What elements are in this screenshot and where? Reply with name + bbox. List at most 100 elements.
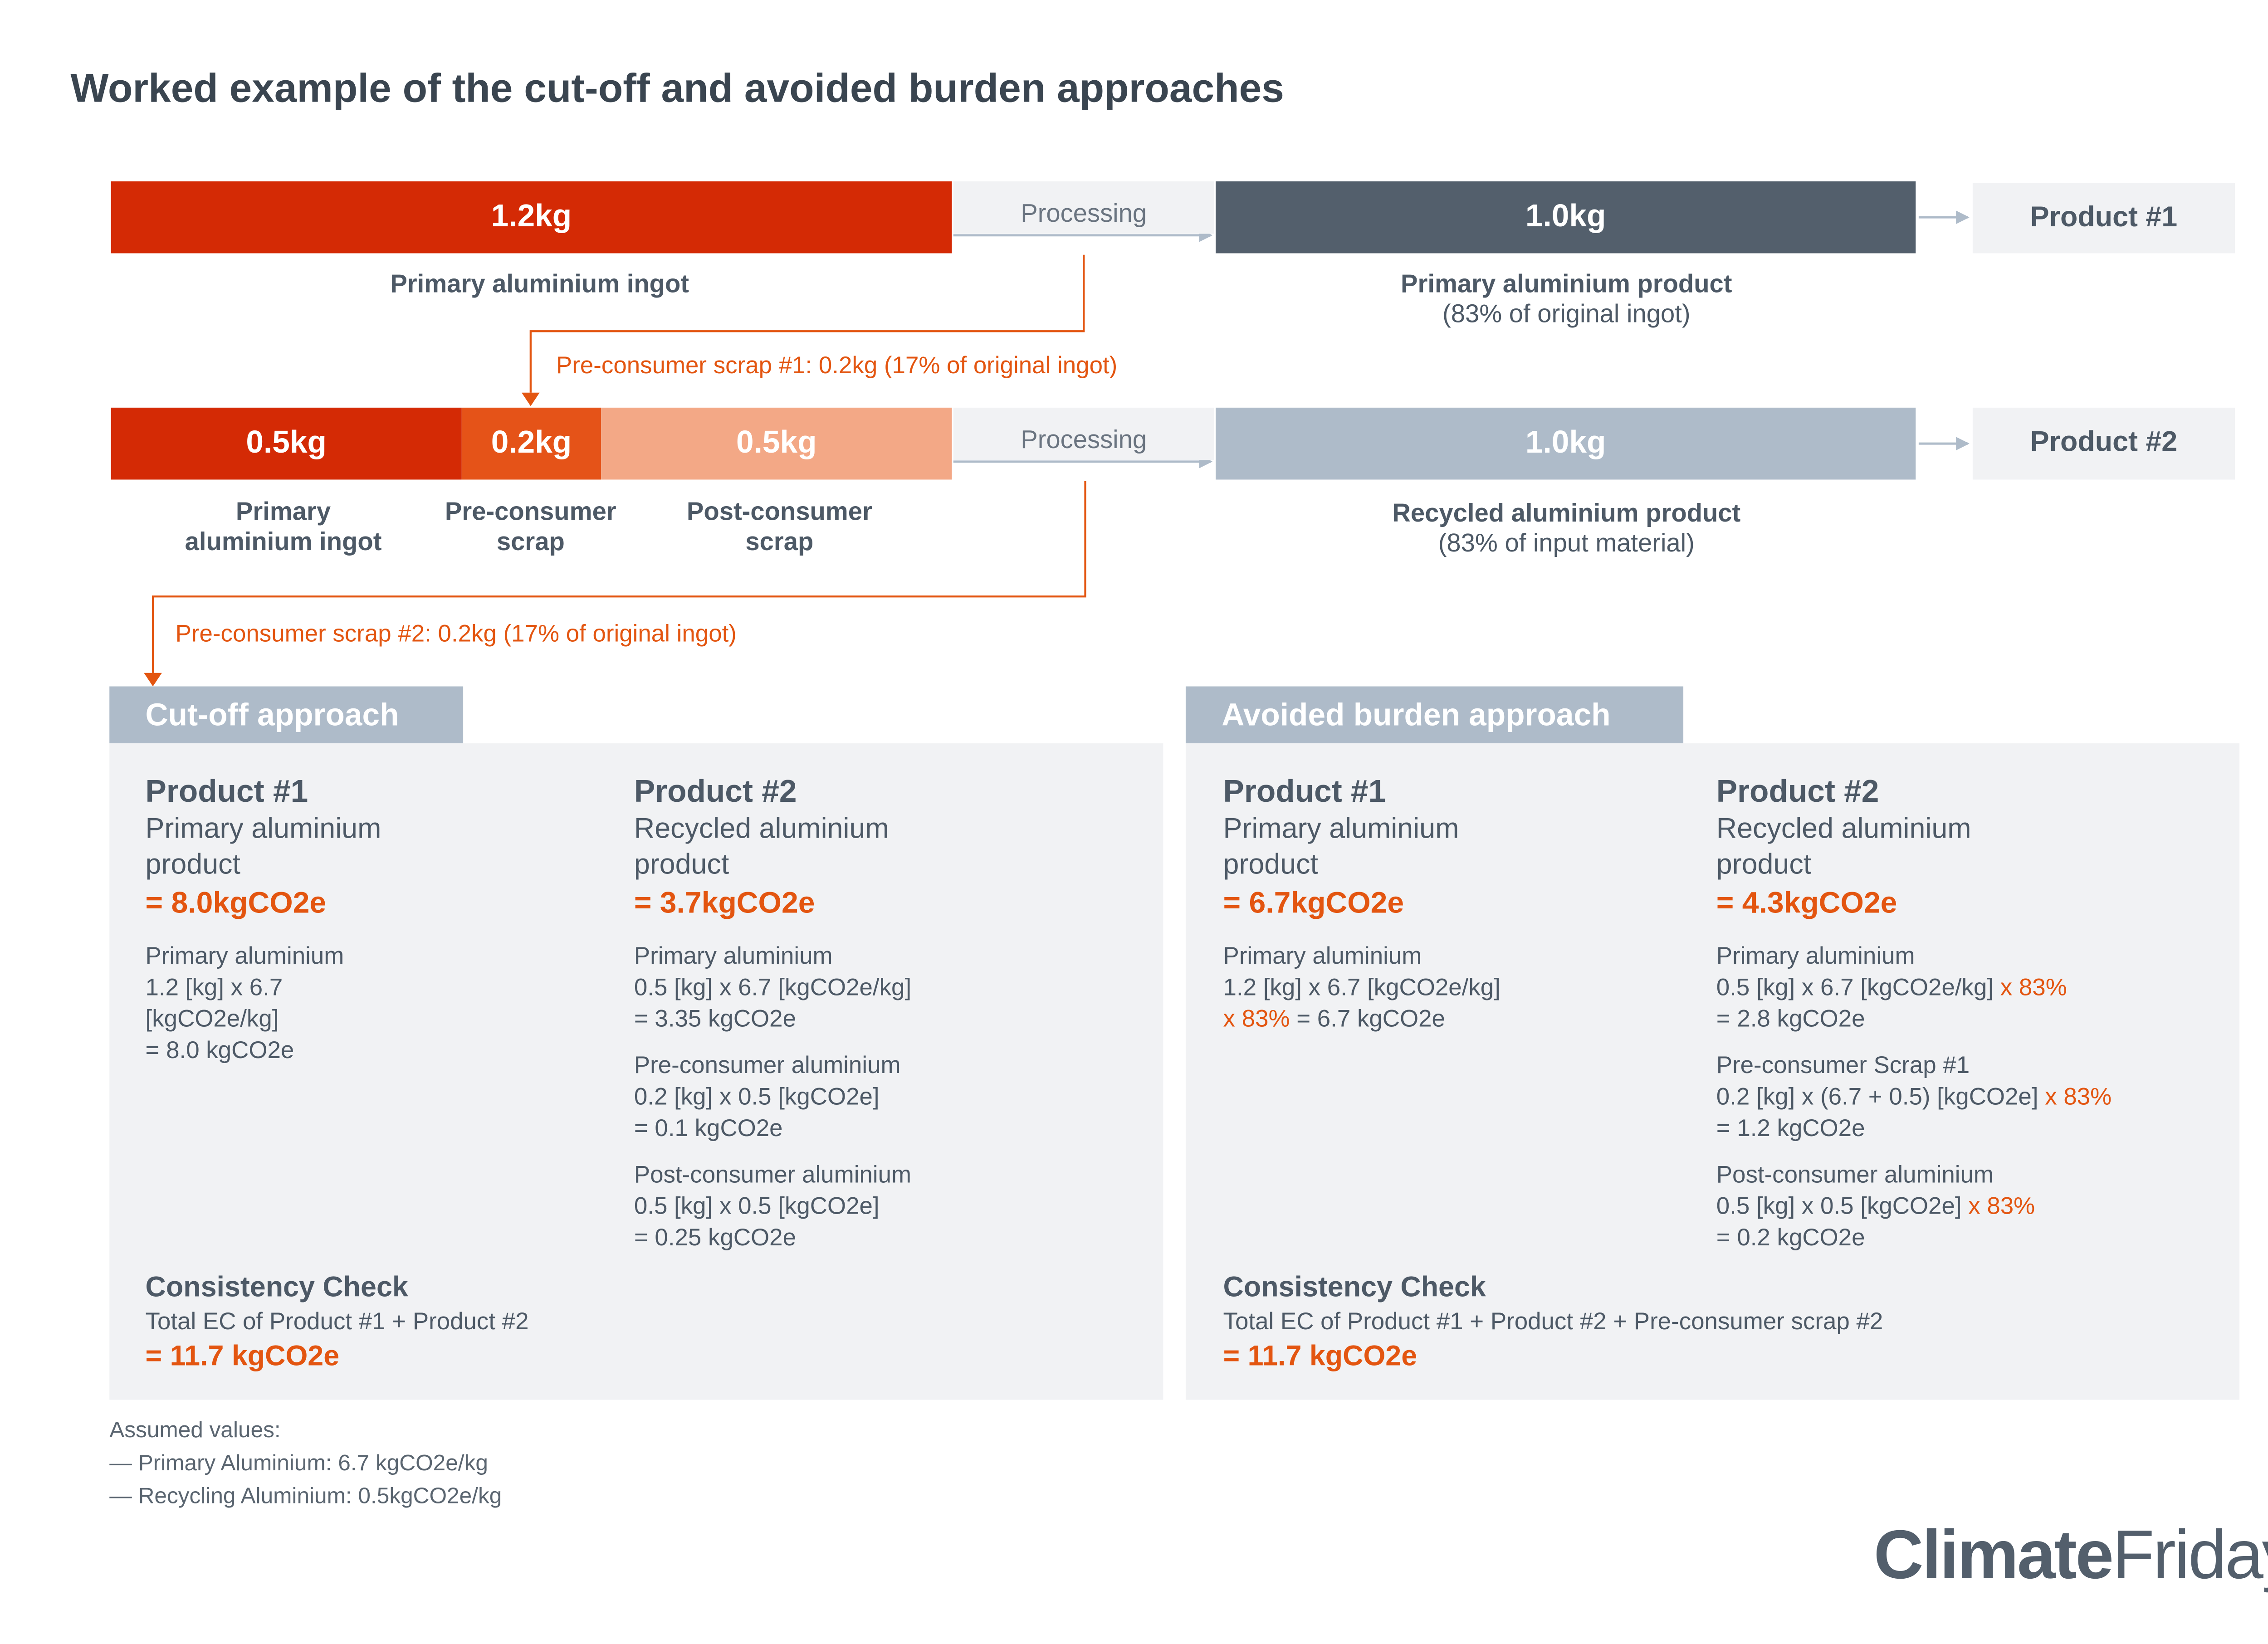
ingot-bar: 1.2kg — [111, 181, 952, 254]
calc-line: = 8.0 kgCO2e — [145, 1039, 294, 1064]
calc-line: 0.2 [kg] x (6.7 + 0.5) [kgCO2e] x 83% — [1716, 1082, 2226, 1113]
assumed-value-item: — Primary Aluminium: 6.7 kgCO2e/kg — [109, 1450, 488, 1477]
cutoff-product-2: Product #2 Recycled aluminium product = … — [634, 773, 1144, 1269]
assumed-value-item: — Recycling Aluminium: 0.5kgCO2e/kg — [109, 1483, 502, 1509]
primary-input-label: Primary aluminium ingot — [156, 498, 411, 557]
avoided-consistency-check: Consistency Check Total EC of Product #1… — [1223, 1271, 2183, 1376]
cutoff-p2-desc-2: product — [634, 849, 729, 882]
cutoff-check-text: Total EC of Product #1 + Product #2 — [145, 1310, 529, 1336]
pre-consumer-label: Pre-consumer scrap — [418, 498, 643, 557]
avoided-p1-desc-1: Primary aluminium — [1223, 814, 1459, 845]
post-consumer-mass: 0.5kg — [736, 425, 817, 460]
calc-line: 0.5 [kg] x 0.5 [kgCO2e] — [634, 1194, 880, 1220]
calc-label: Post-consumer aluminium — [1716, 1163, 1994, 1189]
scrap-2-arrowhead — [144, 673, 162, 687]
cutoff-p1-result: = 8.0kgCO2e — [145, 887, 327, 921]
avoided-p1-result: = 6.7kgCO2e — [1223, 887, 1404, 921]
avoided-panel: Product #1 Primary aluminium product = 6… — [1185, 743, 2240, 1400]
post-consumer-label-line1: Post-consumer — [686, 498, 872, 526]
avoided-p2-calc-3: Post-consumer aluminium 0.5 [kg] x 0.5 [… — [1716, 1160, 2226, 1254]
post-consumer-label: Post-consumer scrap — [660, 498, 899, 557]
efficiency-factor: x 83% — [2038, 1085, 2112, 1111]
scrap-2-note: Pre-consumer scrap #2: 0.2kg (17% of ori… — [175, 622, 737, 648]
calc-label: Primary aluminium — [145, 944, 344, 970]
efficiency-factor: x 83% — [1994, 976, 2067, 1001]
page-title: Worked example of the cut-off and avoide… — [70, 66, 1284, 111]
pre-consumer-label-line1: Pre-consumer — [445, 498, 616, 526]
avoided-product-1: Product #1 Primary aluminium product = 6… — [1223, 773, 1688, 1050]
ingot-label: Primary aluminium ingot — [390, 269, 689, 298]
calc-line: 1.2 [kg] x 6.7 [kgCO2e/kg] — [1223, 976, 1501, 1001]
calc-label: Pre-consumer aluminium — [634, 1054, 901, 1079]
post-consumer-label-line2: scrap — [745, 527, 814, 556]
calc-line: x 83% = 6.7 kgCO2e — [1223, 1004, 1688, 1035]
climate-friday-logo: ClimateFriday — [1874, 1514, 2268, 1595]
calc-expr: 0.5 [kg] x 6.7 [kgCO2e/kg] — [1716, 976, 1994, 1001]
primary-product-bar: 1.0kg — [1216, 181, 1916, 254]
avoided-p2-calc-2: Pre-consumer Scrap #1 0.2 [kg] x (6.7 + … — [1716, 1051, 2226, 1145]
calc-label: Primary aluminium — [1716, 944, 1915, 970]
avoided-product-2: Product #2 Recycled aluminium product = … — [1716, 773, 2226, 1269]
cutoff-check-heading: Consistency Check — [145, 1272, 408, 1304]
cutoff-p1-desc-2: product — [145, 849, 240, 882]
cutoff-p1-name: Product #1 — [145, 775, 308, 810]
processing-step-2: Processing — [953, 407, 1214, 460]
cutoff-p2-calc-2: Pre-consumer aluminium 0.2 [kg] x 0.5 [k… — [634, 1051, 1144, 1145]
cutoff-p2-name: Product #2 — [634, 775, 797, 810]
primary-product-mass: 1.0kg — [1525, 199, 1606, 234]
cutoff-p1-desc-1: Primary aluminium — [145, 814, 381, 845]
calc-label: Post-consumer aluminium — [634, 1163, 912, 1189]
primary-input-mass: 0.5kg — [246, 425, 327, 460]
pre-consumer-bar: 0.2kg — [461, 407, 601, 480]
primary-product-sub: (83% of original ingot) — [1442, 299, 1691, 328]
avoided-p2-calc-1: Primary aluminium 0.5 [kg] x 6.7 [kgCO2e… — [1716, 941, 2226, 1035]
cutoff-p1-calc: Primary aluminium 1.2 [kg] x 6.7 [kgCO2e… — [146, 941, 595, 1067]
recycled-product-title: Recycled aluminium product — [1392, 499, 1741, 528]
calc-expr: 0.5 [kg] x 0.5 [kgCO2e] — [1716, 1194, 1962, 1220]
assumed-values: Assumed values: — Primary Aluminium: 6.7… — [109, 1415, 502, 1514]
efficiency-factor: x 83% — [1223, 1007, 1290, 1033]
cutoff-p2-result: = 3.7kgCO2e — [634, 887, 815, 921]
calc-expr: 0.2 [kg] x (6.7 + 0.5) [kgCO2e] — [1716, 1085, 2038, 1111]
calc-label: Primary aluminium — [1223, 944, 1422, 970]
avoided-tab: Avoided burden approach — [1185, 686, 1684, 744]
product-2-tag: Product #2 — [1972, 407, 2235, 480]
cutoff-consistency-check: Consistency Check Total EC of Product #1… — [146, 1271, 1045, 1376]
processing-step-1: Processing — [953, 181, 1214, 234]
cutoff-product-1: Product #1 Primary aluminium product = 8… — [146, 773, 595, 1082]
avoided-check-text: Total EC of Product #1 + Product #2 + Pr… — [1223, 1310, 1883, 1336]
primary-input-bar: 0.5kg — [111, 407, 462, 480]
avoided-p2-name: Product #2 — [1716, 775, 1879, 810]
avoided-p2-desc-2: product — [1716, 849, 1812, 882]
primary-input-label-line2: aluminium ingot — [185, 527, 382, 556]
calc-line: [kgCO2e/kg] — [145, 1007, 279, 1033]
logo-part-1: Climate — [1873, 1515, 2114, 1593]
cutoff-check-result: = 11.7 kgCO2e — [145, 1341, 340, 1373]
pre-consumer-label-line2: scrap — [496, 527, 565, 556]
recycled-product-sub: (83% of input material) — [1438, 529, 1695, 558]
cutoff-p2-desc-1: Recycled aluminium — [634, 814, 889, 845]
calc-line: 0.2 [kg] x 0.5 [kgCO2e] — [634, 1085, 880, 1111]
calc-line: 1.2 [kg] x 6.7 — [145, 976, 283, 1001]
cutoff-tab: Cut-off approach — [109, 686, 464, 744]
calc-line: 0.5 [kg] x 6.7 [kgCO2e/kg] — [634, 976, 912, 1001]
calc-line: = 3.35 kgCO2e — [634, 1007, 797, 1033]
product-1-tag: Product #1 — [1972, 183, 2235, 254]
avoided-p1-calc: Primary aluminium 1.2 [kg] x 6.7 [kgCO2e… — [1223, 941, 1688, 1035]
cutoff-panel: Product #1 Primary aluminium product = 8… — [109, 743, 1163, 1400]
avoided-p1-desc-2: product — [1223, 849, 1318, 882]
logo-part-2: Friday — [2112, 1515, 2268, 1593]
pre-consumer-mass: 0.2kg — [491, 425, 572, 460]
assumed-values-heading: Assumed values: — [109, 1418, 281, 1444]
avoided-p2-result: = 4.3kgCO2e — [1716, 887, 1897, 921]
recycled-product-label: Recycled aluminium product (83% of input… — [1266, 499, 1866, 559]
primary-input-label-line1: Primary — [235, 498, 331, 526]
cutoff-p2-calc-3: Post-consumer aluminium 0.5 [kg] x 0.5 [… — [634, 1160, 1144, 1254]
calc-result: = 6.7 kgCO2e — [1290, 1007, 1445, 1033]
calc-line: = 1.2 kgCO2e — [1716, 1116, 1865, 1142]
calc-label: Primary aluminium — [634, 944, 833, 970]
avoided-check-heading: Consistency Check — [1223, 1272, 1486, 1304]
ingot-mass: 1.2kg — [491, 199, 572, 234]
calc-line: 0.5 [kg] x 0.5 [kgCO2e] x 83% — [1716, 1191, 2226, 1223]
avoided-p2-desc-1: Recycled aluminium — [1716, 814, 1971, 845]
